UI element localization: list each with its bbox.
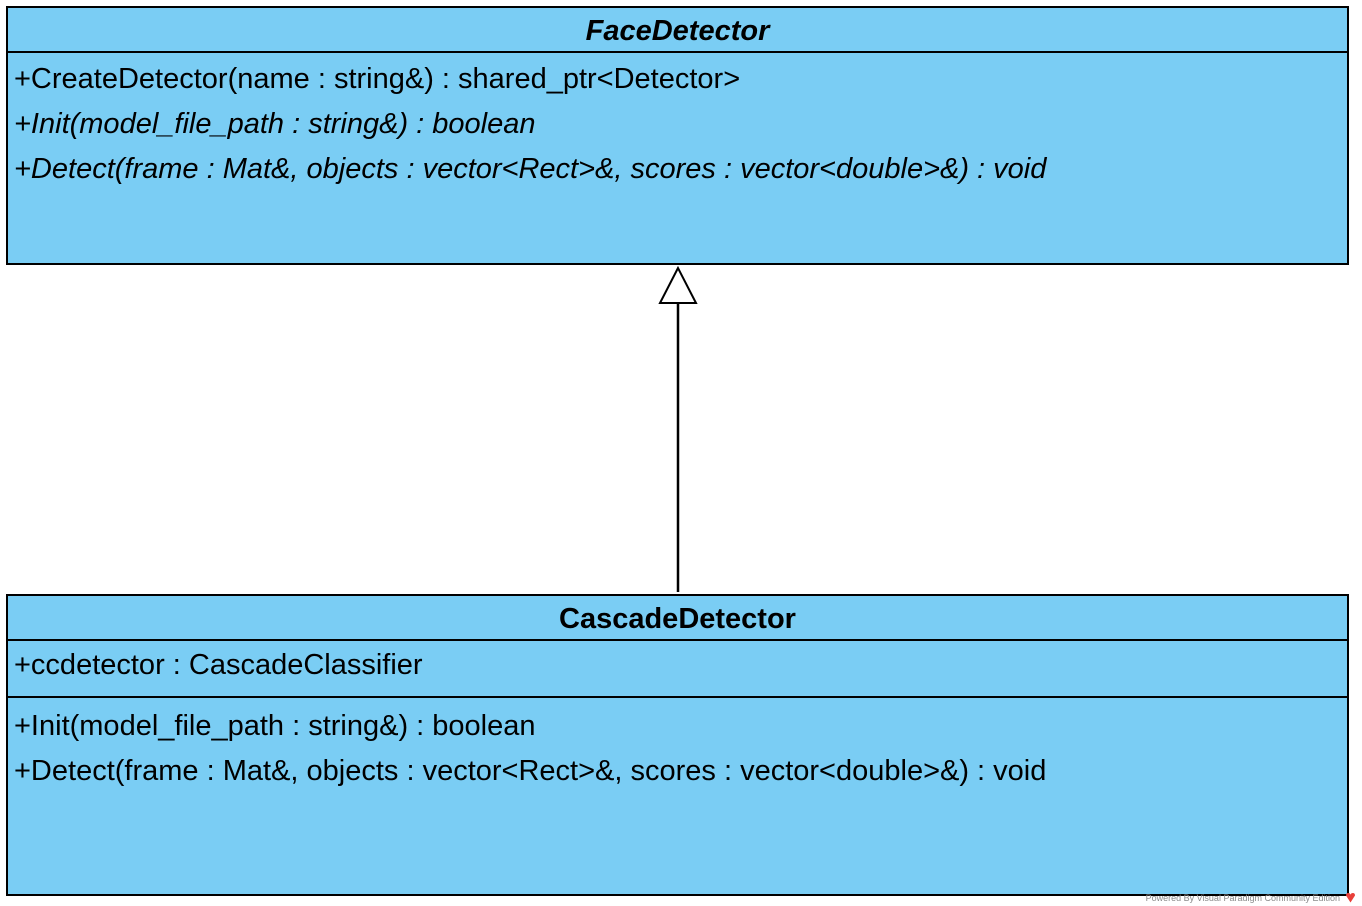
- class-name: FaceDetector: [8, 8, 1347, 53]
- attribute-ccdetector: +ccdetector : CascadeClassifier: [14, 649, 423, 681]
- generalization-arrowhead: [658, 265, 698, 304]
- attributes-compartment: +ccdetector : CascadeClassifier: [8, 641, 1347, 698]
- operations-compartment: +CreateDetector(name : string&) : shared…: [8, 53, 1347, 192]
- operation-detect: +Detect(frame : Mat&, objects : vector<R…: [14, 153, 1047, 185]
- class-cascade-detector[interactable]: CascadeDetector +ccdetector : CascadeCla…: [6, 594, 1349, 896]
- class-name: CascadeDetector: [8, 596, 1347, 641]
- class-face-detector[interactable]: FaceDetector +CreateDetector(name : stri…: [6, 6, 1349, 265]
- operation-create-detector: +CreateDetector(name : string&) : shared…: [14, 63, 741, 95]
- operation-init: +Init(model_file_path : string&) : boole…: [14, 108, 536, 140]
- operation-init: +Init(model_file_path : string&) : boole…: [14, 710, 536, 742]
- operation-detect: +Detect(frame : Mat&, objects : vector<R…: [14, 755, 1047, 787]
- visual-paradigm-logo-icon: [1346, 893, 1355, 903]
- operations-compartment: +Init(model_file_path : string&) : boole…: [8, 698, 1347, 794]
- footer-credit: Powered By Visual Paradigm Community Edi…: [1145, 893, 1340, 903]
